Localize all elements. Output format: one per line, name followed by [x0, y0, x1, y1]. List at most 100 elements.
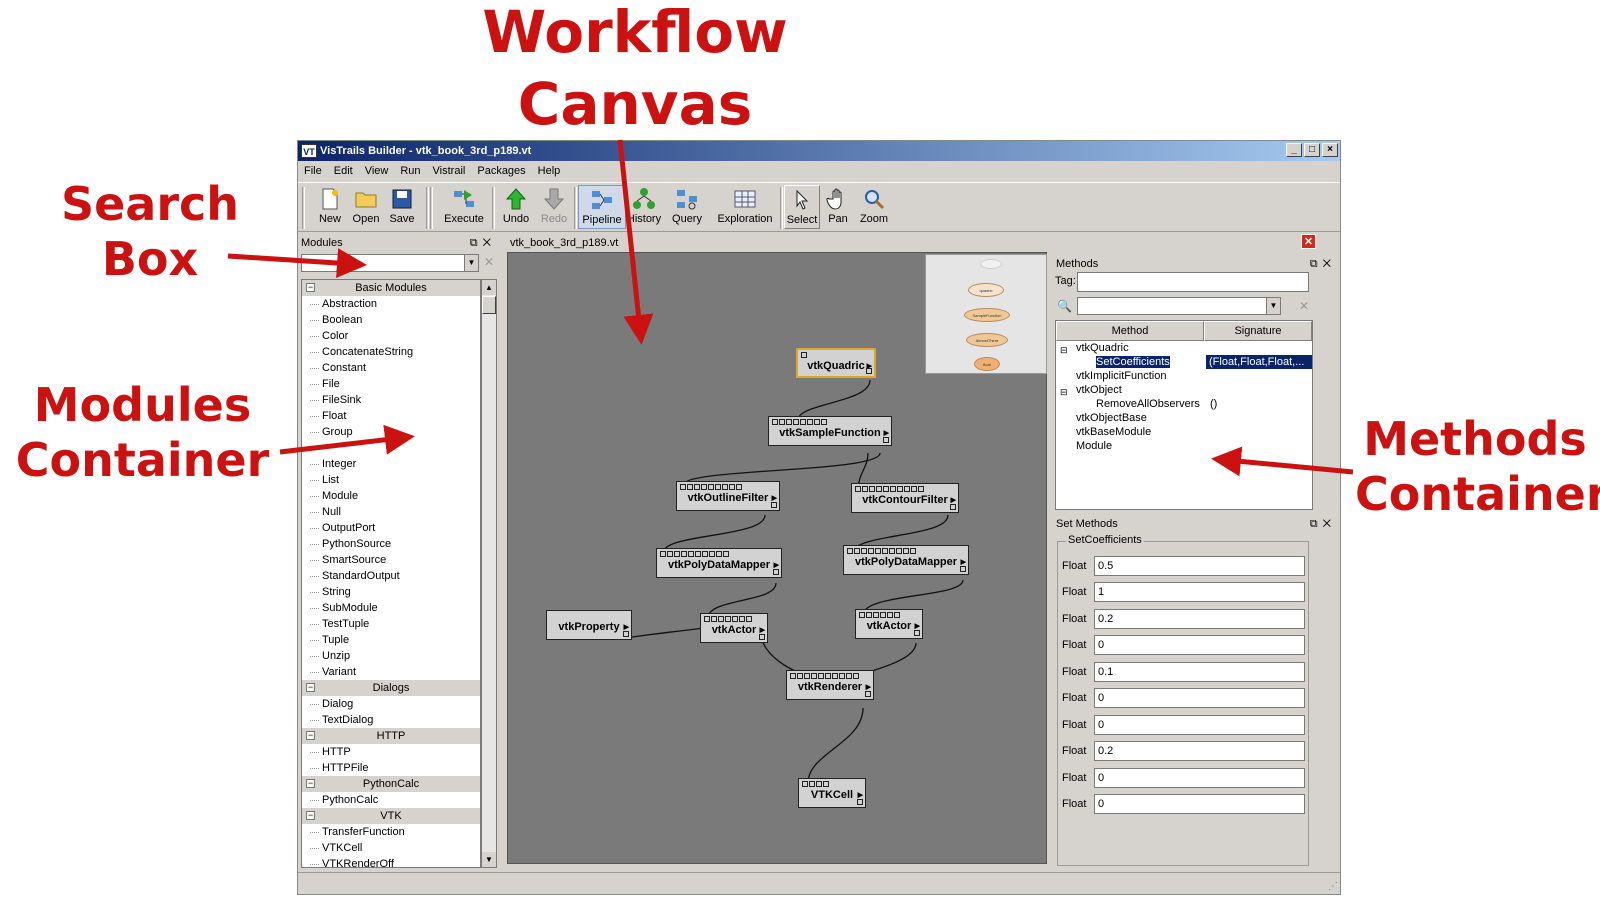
undo-button[interactable]: Undo [494, 185, 538, 229]
module-item[interactable]: HTTPFile [302, 760, 480, 776]
scroll-down-icon[interactable]: ▼ [482, 852, 496, 867]
module-item[interactable]: Module [302, 488, 480, 504]
open-button[interactable]: Open [342, 185, 390, 229]
pipeline-button[interactable]: Pipeline [578, 185, 626, 229]
method-tree-row[interactable]: vtkObjectBase [1076, 412, 1147, 424]
clear-search-icon[interactable]: ✕ [484, 255, 495, 269]
module-item[interactable]: Float [302, 408, 480, 424]
parameter-input[interactable]: 0 [1094, 715, 1305, 735]
module-item[interactable]: SubModule [302, 600, 480, 616]
workflow-node[interactable]: ▶vtkOutlineFilter [676, 481, 780, 511]
menu-run[interactable]: Run [400, 165, 421, 177]
workflow-canvas[interactable]: quadric SampleFunction AlmostThere float… [507, 252, 1047, 864]
module-item[interactable]: StandardOutput [302, 568, 480, 584]
float-panel-icon[interactable]: ⧉ [469, 237, 483, 249]
workflow-node[interactable]: ▶vtkQuadric [796, 348, 876, 378]
close-tab-icon[interactable]: ✕ [1301, 234, 1316, 249]
module-item[interactable]: Dialog [302, 696, 480, 712]
module-item[interactable]: OutputPort [302, 520, 480, 536]
module-item[interactable]: String [302, 584, 480, 600]
save-button[interactable]: Save [378, 185, 426, 229]
close-panel-icon[interactable]: ✕ [1322, 258, 1336, 270]
menu-edit[interactable]: Edit [333, 165, 353, 177]
module-item[interactable]: VTKRenderOff [302, 856, 480, 867]
module-item[interactable]: TextDialog [302, 712, 480, 728]
module-item[interactable]: Constant [302, 360, 480, 376]
module-group[interactable]: −Basic Modules [302, 280, 480, 296]
module-item[interactable] [302, 440, 480, 456]
workflow-node[interactable]: ▶vtkPolyDataMapper [843, 545, 969, 575]
dropdown-arrow-icon[interactable]: ▼ [464, 255, 478, 271]
maximize-button[interactable]: □ [1304, 143, 1320, 157]
module-search-input[interactable]: ▼ [301, 254, 479, 272]
parameter-input[interactable]: 0 [1094, 688, 1305, 708]
parameter-input[interactable]: 0.1 [1094, 662, 1305, 682]
column-header-method[interactable]: Method [1056, 321, 1204, 341]
module-item[interactable]: TestTuple [302, 616, 480, 632]
workflow-node[interactable]: ▶vtkContourFilter [851, 483, 959, 513]
method-search-input[interactable]: ▼ [1077, 297, 1281, 315]
module-item[interactable]: Tuple [302, 632, 480, 648]
module-item[interactable]: SmartSource [302, 552, 480, 568]
query-button[interactable]: Query [664, 185, 710, 229]
method-tree-row[interactable]: vtkImplicitFunction [1076, 370, 1167, 382]
parameter-input[interactable]: 0.2 [1094, 741, 1305, 761]
redo-button[interactable]: Redo [532, 185, 576, 229]
workflow-node[interactable]: ▶vtkSampleFunction [768, 416, 892, 446]
execute-button[interactable]: Execute [436, 185, 492, 229]
history-button[interactable]: History [620, 185, 668, 229]
dropdown-arrow-icon[interactable]: ▼ [1266, 298, 1280, 314]
workflow-node[interactable]: ▶vtkRenderer [786, 670, 874, 700]
module-item[interactable]: Group [302, 424, 480, 440]
method-tree-row[interactable]: SetCoefficients(Float,Float,Float,... [1056, 355, 1312, 369]
module-item[interactable]: HTTP [302, 744, 480, 760]
module-item[interactable]: List [302, 472, 480, 488]
clear-search-icon[interactable]: ✕ [1299, 299, 1310, 313]
module-item[interactable]: VTKCell [302, 840, 480, 856]
module-item[interactable]: FileSink [302, 392, 480, 408]
parameter-input[interactable]: 0.2 [1094, 609, 1305, 629]
workflow-node[interactable]: ▶vtkProperty [546, 610, 632, 640]
method-tree-row[interactable]: Module [1076, 440, 1113, 452]
menu-help[interactable]: Help [537, 165, 561, 177]
close-panel-icon[interactable]: ✕ [482, 237, 496, 249]
module-group[interactable]: −PythonCalc [302, 776, 480, 792]
exploration-button[interactable]: Exploration [710, 185, 780, 229]
float-panel-icon[interactable]: ⧉ [1309, 258, 1323, 270]
module-group[interactable]: −Dialogs [302, 680, 480, 696]
method-tree-row[interactable]: RemoveAllObservers() [1096, 398, 1218, 410]
module-item[interactable]: Integer [302, 456, 480, 472]
method-tree-row[interactable]: ⊟vtkObject [1060, 384, 1122, 397]
method-tree-row[interactable]: vtkBaseModule [1076, 426, 1152, 438]
tag-input[interactable] [1077, 272, 1309, 292]
menu-view[interactable]: View [364, 165, 389, 177]
module-item[interactable]: PythonCalc [302, 792, 480, 808]
workflow-minimap[interactable]: quadric SampleFunction AlmostThere float [925, 254, 1047, 374]
pan-button[interactable]: Pan [820, 185, 856, 229]
module-group[interactable]: −VTK [302, 808, 480, 824]
scrollbar-thumb[interactable] [482, 296, 496, 314]
workflow-node[interactable]: ▶vtkPolyDataMapper [656, 548, 782, 578]
parameter-input[interactable]: 1 [1094, 582, 1305, 602]
module-item[interactable]: PythonSource [302, 536, 480, 552]
parameter-input[interactable]: 0.5 [1094, 556, 1305, 576]
zoom-button[interactable]: Zoom [854, 185, 894, 229]
menu-packages[interactable]: Packages [477, 165, 526, 177]
scroll-up-icon[interactable]: ▲ [482, 280, 496, 295]
column-header-signature[interactable]: Signature [1204, 321, 1312, 341]
method-tree-row[interactable]: ⊟vtkQuadric [1060, 342, 1129, 355]
module-item[interactable]: Null [302, 504, 480, 520]
close-window-button[interactable]: × [1322, 143, 1338, 157]
module-group[interactable]: −HTTP [302, 728, 480, 744]
close-panel-icon[interactable]: ✕ [1322, 518, 1336, 530]
canvas-tab[interactable]: vtk_book_3rd_p189.vt [510, 237, 619, 249]
workflow-node[interactable]: ▶VTKCell [798, 778, 866, 808]
new-button[interactable]: New [306, 185, 354, 229]
workflow-node[interactable]: ▶vtkActor [855, 609, 923, 639]
module-item[interactable]: Abstraction [302, 296, 480, 312]
parameter-input[interactable]: 0 [1094, 794, 1305, 814]
float-panel-icon[interactable]: ⧉ [1309, 518, 1323, 530]
module-item[interactable]: ConcatenateString [302, 344, 480, 360]
menu-vistrail[interactable]: Vistrail [432, 165, 466, 177]
module-item[interactable]: Boolean [302, 312, 480, 328]
